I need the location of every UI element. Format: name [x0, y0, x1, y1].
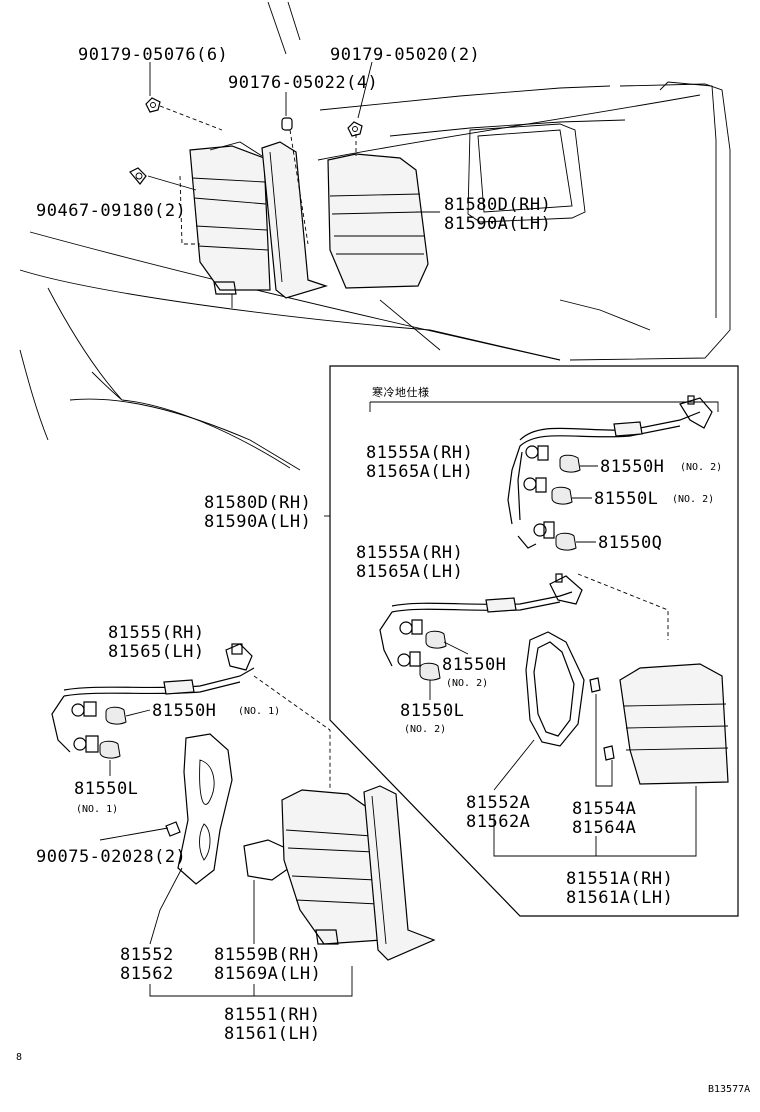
part-number-label: 90179-05020(2)	[330, 45, 481, 65]
wire-harness-cold-spec	[507, 395, 713, 549]
garnish-panel-top	[261, 141, 328, 299]
wire-harness-detail	[379, 573, 583, 667]
screw-icon	[99, 821, 181, 841]
part-number-label: 81580D(RH)81590A(LH)	[204, 493, 312, 532]
part-number-label: 81551(RH)81561(LH)	[224, 1005, 321, 1044]
corner-mark: 8	[16, 1052, 23, 1063]
tail-lamp-detail	[577, 573, 729, 785]
tail-lamp-top-outer	[189, 141, 271, 308]
garnish-panel-bottom	[363, 785, 436, 961]
part-number-label: 81555A(RH)81565A(LH)	[356, 543, 464, 582]
bulb-position-note: (NO. 2)	[680, 462, 723, 473]
part-number-label: 81550Q	[598, 533, 663, 553]
tail-lamp-top-inner	[327, 153, 429, 289]
part-number-label: 90467-09180(2)	[36, 201, 187, 221]
part-number-label: 90179-05076(6)	[78, 45, 229, 65]
part-number-label: 90176-05022(4)	[228, 73, 379, 93]
clip-icon	[281, 117, 293, 131]
part-number-label: 81550L	[74, 779, 139, 799]
nut-icon	[145, 97, 161, 113]
clip-icon	[589, 677, 615, 787]
lamp-gasket	[493, 631, 585, 791]
part-number-label: 81550L	[594, 489, 659, 509]
vehicle-body-outline	[19, 1, 731, 471]
part-number-label: 81550H	[152, 701, 217, 721]
cold-spec-heading: 寒冷地仕様	[372, 386, 430, 399]
part-number-label: 81555A(RH)81565A(LH)	[366, 443, 474, 482]
part-number-label: 81550H	[442, 655, 507, 675]
bulb-position-note: (NO. 1)	[76, 804, 119, 815]
tail-lamp-bottom	[281, 789, 383, 945]
part-number-label: 81555(RH)81565(LH)	[108, 623, 205, 662]
part-number-label: 81580D(RH)81590A(LH)	[444, 195, 552, 234]
bulb-icon	[99, 706, 151, 776]
cold-spec-detail-frame	[324, 365, 739, 917]
bulb-position-note: (NO. 2)	[446, 678, 489, 689]
part-number-label: 81550L	[400, 701, 465, 721]
lamp-bracket	[149, 733, 233, 945]
part-number-label: 81559B(RH)81569A(LH)	[214, 945, 322, 984]
bulb-position-note: (NO. 1)	[238, 706, 281, 717]
bulb-icon	[419, 630, 469, 700]
bulb-position-note: (NO. 2)	[404, 724, 447, 735]
figure-id: B13577A	[708, 1084, 751, 1095]
bulb-icon	[551, 454, 598, 551]
part-number-label: 81551A(RH)81561A(LH)	[566, 869, 674, 908]
part-number-label: 81550H	[600, 457, 665, 477]
part-number-label: 90075-02028(2)	[36, 847, 187, 867]
bulb-position-note: (NO. 2)	[672, 494, 715, 505]
screw-icon	[129, 167, 147, 185]
wire-harness-main	[51, 643, 255, 753]
nut-icon	[347, 121, 363, 137]
